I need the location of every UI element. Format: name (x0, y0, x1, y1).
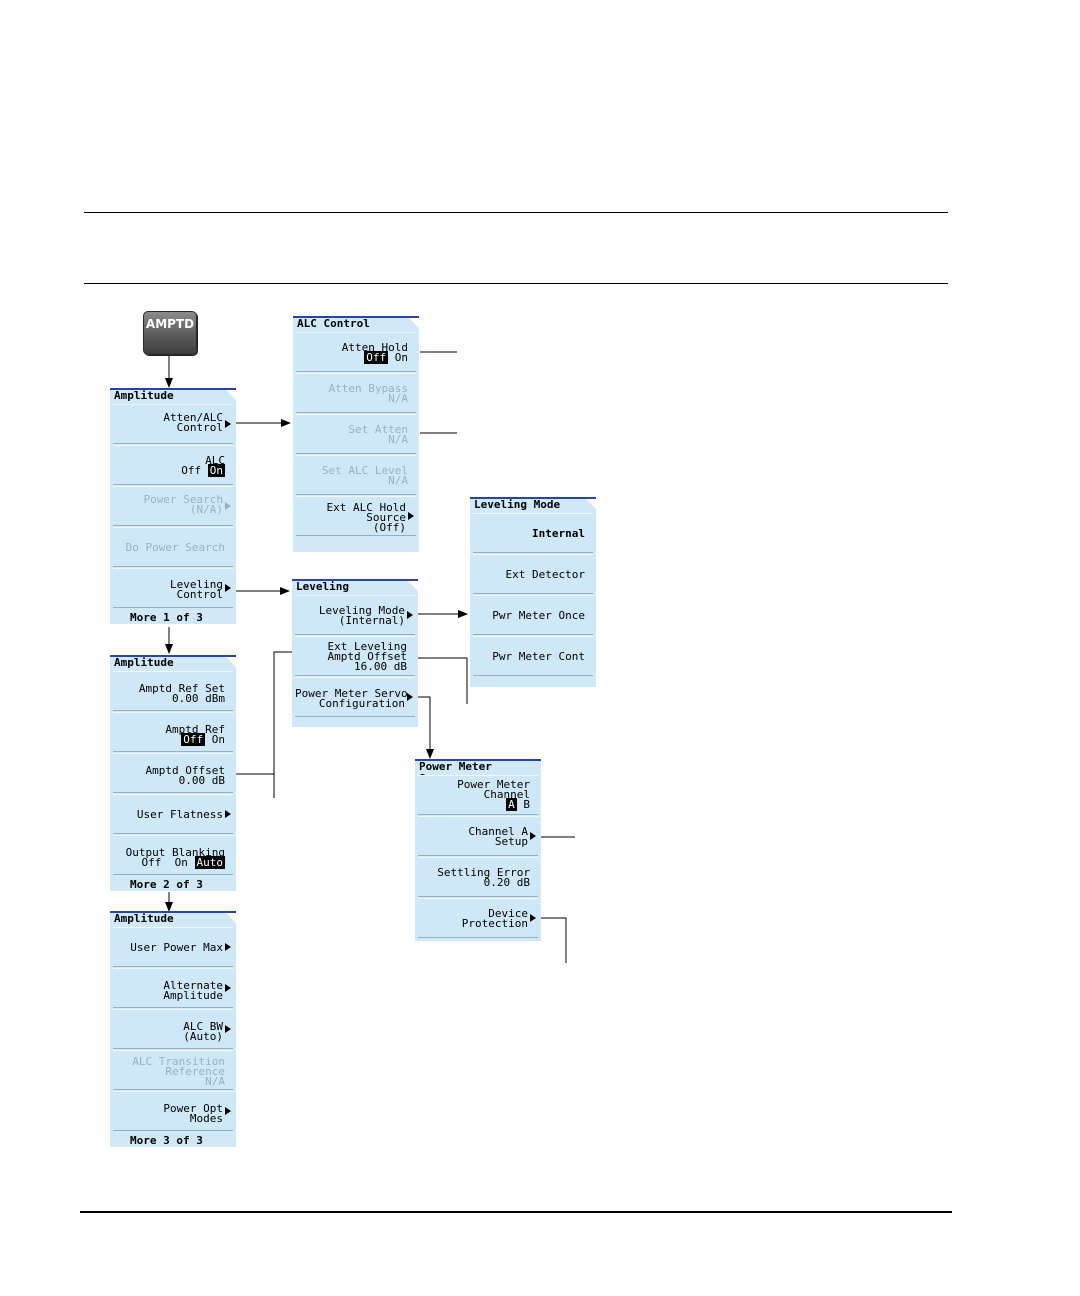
softkey-power-search: Power Search(N/A) (113, 486, 233, 526)
more-2-of-3[interactable]: More 2 of 3 (130, 878, 203, 891)
more-3-of-3[interactable]: More 3 of 3 (130, 1134, 203, 1147)
amptd-hardkey[interactable]: AMPTD (143, 311, 197, 355)
menu-title: Amplitude (110, 655, 236, 669)
header-rule-top (84, 212, 948, 213)
softkey-alc[interactable]: ALC Off On (113, 445, 233, 485)
menu-title: Amplitude (110, 911, 236, 925)
more-1-of-3[interactable]: More 1 of 3 (130, 611, 203, 624)
alc-control-menu: ALC Control Atten Hold Off On Atten Bypa… (293, 316, 419, 552)
callout-amptd-offset (236, 651, 294, 775)
menu-title: ALC Control (293, 316, 419, 330)
callout-ext-leveling (410, 657, 468, 704)
callout-device-protection (540, 917, 567, 963)
menu-title: Leveling (292, 579, 418, 593)
softkey-ext-detector[interactable]: Ext Detector (473, 554, 593, 594)
leveling-menu: Leveling Leveling Mode(Internal) Ext Lev… (292, 579, 418, 727)
menu-title: Power Meter Servo (415, 759, 541, 785)
softkey-pwr-meter-cont[interactable]: Pwr Meter Cont (473, 636, 593, 676)
softkey-user-power-max[interactable]: User Power Max (113, 927, 233, 967)
footer-rule (80, 1211, 952, 1213)
softkey-alc-bw[interactable]: ALC BW(Auto) (113, 1009, 233, 1049)
header-rule-bottom (84, 283, 948, 284)
softkey-internal[interactable]: Internal (473, 513, 593, 553)
softkey-atten-hold[interactable]: Atten Hold Off On (296, 332, 416, 372)
softkey-do-power-search: Do Power Search (113, 527, 233, 567)
leveling-mode-menu: Leveling Mode Internal Ext Detector Pwr … (470, 497, 596, 687)
menu-title: Amplitude (110, 388, 236, 402)
softkey-amptd-ref[interactable]: Amptd Ref Off On (113, 712, 233, 752)
softkey-user-flatness[interactable]: User Flatness (113, 794, 233, 834)
menu-title: Leveling Mode (470, 497, 596, 511)
softkey-pwr-meter-once[interactable]: Pwr Meter Once (473, 595, 593, 635)
arrow-pm-servo-to-menu (418, 696, 434, 759)
softkey-output-blanking[interactable]: Output Blanking Off On Auto (113, 835, 233, 875)
softkey-leveling-mode[interactable]: Leveling Mode(Internal) (295, 595, 415, 635)
